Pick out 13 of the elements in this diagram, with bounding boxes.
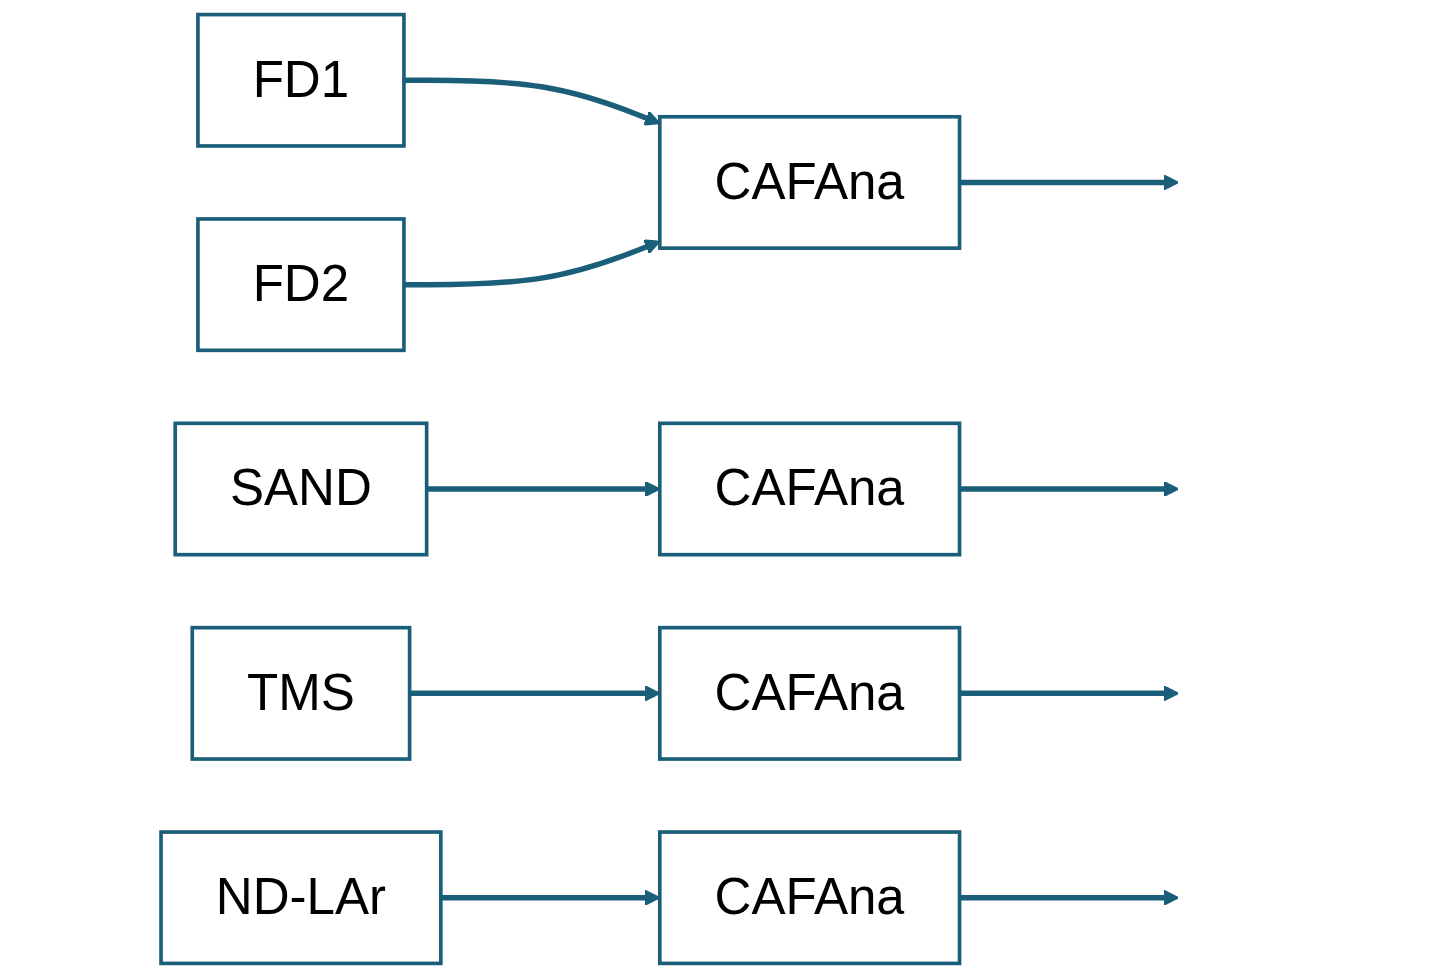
node-box: CAFAna bbox=[657, 114, 962, 250]
arrow bbox=[959, 174, 1180, 191]
arrow bbox=[959, 889, 1180, 906]
node-box: ND-LAr bbox=[159, 830, 443, 966]
arrow bbox=[959, 685, 1180, 702]
node-box: CAFAna bbox=[657, 625, 962, 761]
node-box: FD2 bbox=[196, 217, 406, 353]
node-box: CAFAna bbox=[657, 421, 962, 557]
node-box: CAFAna bbox=[657, 830, 962, 966]
node-box: SAND bbox=[173, 421, 429, 557]
node-box: TMS bbox=[190, 625, 412, 761]
arrow bbox=[959, 480, 1180, 498]
node-box: FD1 bbox=[196, 12, 406, 148]
